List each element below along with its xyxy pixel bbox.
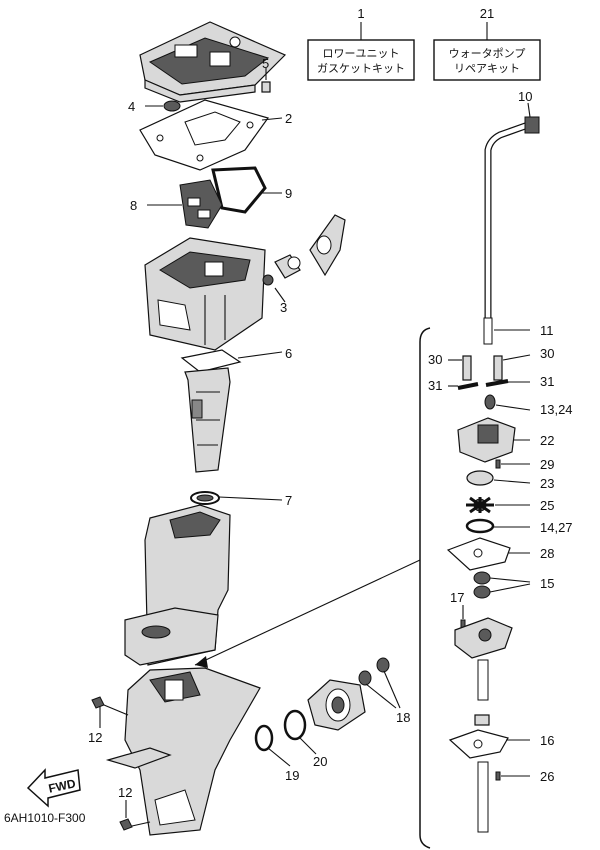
anode-part	[309, 214, 346, 277]
kit-frame	[433, 39, 541, 81]
part-17-pin: 17	[450, 590, 466, 629]
kit-frame	[307, 39, 415, 81]
part-29-pin: 29	[495, 457, 554, 472]
part-22-pump-housing: 22	[457, 417, 554, 463]
part-11-pipe: 11	[483, 317, 554, 345]
propshaft-housing	[307, 679, 366, 731]
gear-case	[105, 667, 261, 836]
callout-10: 10	[518, 89, 532, 104]
part-2-gasket: 2	[139, 99, 292, 171]
kit-line-1: ロワーユニット	[323, 47, 400, 60]
part-16-gasket: 16	[448, 729, 554, 759]
kit-line-2: ガスケットキット	[317, 62, 405, 75]
callout-14-27: 14,27	[540, 520, 573, 535]
kit-box-water-pump: 21 ウォータポンプ リペアキット	[433, 6, 541, 81]
part-14-27-oring: 14,27	[465, 518, 573, 535]
part-26-key: 26	[477, 761, 554, 833]
callout-28: 28	[540, 546, 554, 561]
part-15-seals: 15	[473, 571, 554, 599]
callout-12-upper: 12	[88, 730, 102, 745]
callout-4: 4	[128, 99, 135, 114]
pump-base	[454, 617, 513, 659]
part-18-bearings: 18	[358, 657, 410, 725]
callout-13-24: 13,24	[540, 402, 573, 417]
callout-18: 18	[396, 710, 410, 725]
diagram-code: 6AH1010-F300	[4, 811, 86, 825]
part-8-plate: 8	[130, 179, 223, 229]
pump-group-bracket	[419, 327, 431, 849]
callout-25: 25	[540, 498, 554, 513]
driveshaft-housing	[184, 367, 231, 473]
callout-29: 29	[540, 457, 554, 472]
callout-31-right: 31	[540, 374, 554, 389]
part-12-bolt-upper: 12	[88, 696, 129, 745]
part-10-water-tube: 10	[484, 89, 540, 320]
part-7-seal: 7	[190, 491, 292, 508]
part-25-impeller: 25	[466, 496, 554, 514]
callout-11: 11	[540, 323, 554, 338]
callout-7: 7	[285, 493, 292, 508]
callout-16: 16	[540, 733, 554, 748]
part-6-gasket: 6	[180, 346, 292, 373]
part-5-screw: 5	[261, 56, 271, 93]
part-28-outer-plate: 28	[446, 537, 554, 571]
part-23-cartridge: 23	[466, 470, 554, 491]
kit-line-2: リペアキット	[454, 62, 520, 75]
callout-2: 2	[285, 111, 292, 126]
kit-number-1: 1	[357, 6, 364, 21]
callout-30-left: 30	[428, 352, 442, 367]
part-30-bolts: 30 30	[428, 346, 554, 381]
callout-9: 9	[285, 186, 292, 201]
part-19-ring: 19	[254, 724, 299, 783]
part-31-spacers: 31 31	[428, 374, 554, 393]
callout-6: 6	[285, 346, 292, 361]
callout-22: 22	[540, 433, 554, 448]
part-4-washer: 4	[128, 99, 181, 114]
drive-shaft	[474, 659, 490, 726]
part-12-bolt-lower: 12	[118, 785, 151, 831]
callout-30-right: 30	[540, 346, 554, 361]
kit-box-gasket: 1 ロワーユニット ガスケットキット	[307, 6, 415, 81]
callout-12-lower: 12	[118, 785, 132, 800]
lower-casing	[124, 504, 231, 666]
callout-19: 19	[285, 768, 299, 783]
part-20-oring: 20	[283, 709, 327, 769]
upper-mount-housing	[139, 21, 287, 103]
part-3-fitting: 3	[262, 254, 301, 315]
callout-31-left: 31	[428, 378, 442, 393]
part-13-24-grommet: 13,24	[484, 394, 573, 417]
callout-26: 26	[540, 769, 554, 784]
kit-line-1: ウォータポンプ	[449, 47, 526, 60]
part-9-seal: 9	[211, 166, 292, 214]
callout-3: 3	[280, 300, 287, 315]
callout-5: 5	[262, 56, 269, 71]
callout-20: 20	[313, 754, 327, 769]
fwd-label: FWD	[47, 776, 77, 795]
callout-23: 23	[540, 476, 554, 491]
kit-number-21: 21	[480, 6, 494, 21]
callout-15: 15	[540, 576, 554, 591]
exhaust-housing	[144, 237, 266, 351]
group-pointer-arrowhead	[195, 656, 208, 668]
callout-8: 8	[130, 198, 137, 213]
callout-17: 17	[450, 590, 464, 605]
group-pointer-line	[194, 559, 421, 666]
fwd-arrow: FWD	[26, 768, 81, 808]
